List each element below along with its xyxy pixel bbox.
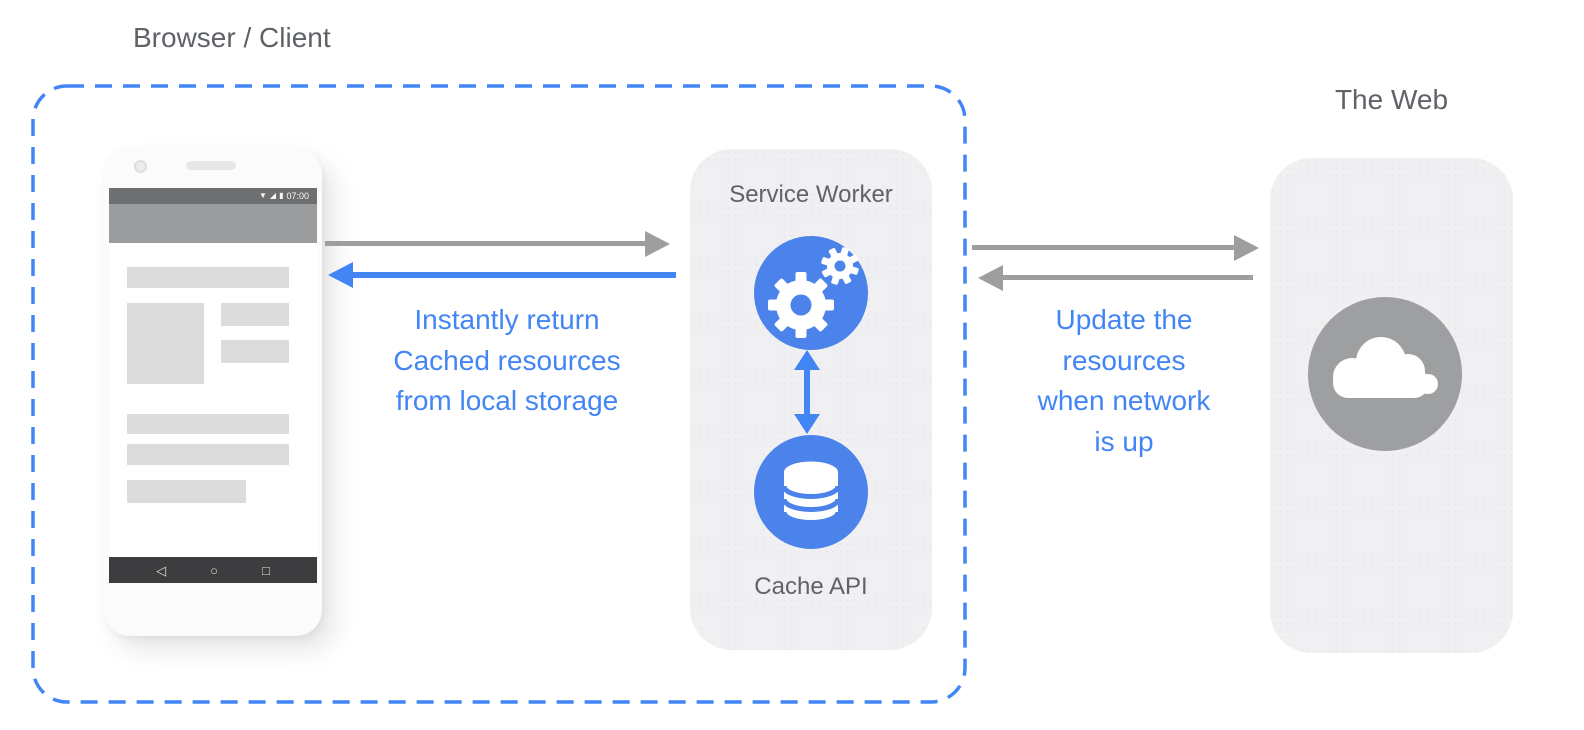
note-line: from local storage (395, 385, 619, 416)
arrow-head-down-icon (794, 414, 820, 434)
back-icon: ◁ (156, 562, 167, 578)
note-line: Instantly return (414, 304, 600, 335)
content-placeholder (221, 340, 289, 363)
note-line: is up (1094, 425, 1154, 457)
web-badge (1308, 297, 1462, 451)
sw-cache-double-arrow (793, 350, 821, 434)
cached-response-note: Instantly return Cached resources from l… (347, 300, 667, 422)
note-line: resources (1062, 344, 1186, 376)
the-web-panel (1270, 158, 1513, 653)
phone-app-bar (109, 204, 317, 243)
status-time: 07:00 (286, 190, 309, 201)
phone-nav-bar: ◁ ○ □ (109, 557, 317, 583)
phone-camera-icon (134, 160, 147, 173)
battery-icon: ▮ (279, 191, 284, 200)
signal-icon: ◢ (269, 191, 277, 200)
arrow-head-left-icon (978, 265, 1003, 291)
arrow-head-up-icon (794, 350, 820, 370)
content-placeholder (127, 267, 289, 288)
arrow-head-right-icon (1234, 235, 1259, 261)
request-arrow-sw-to-web (972, 235, 1259, 261)
recents-icon: □ (262, 562, 270, 578)
phone-page-content (109, 243, 317, 557)
wifi-icon: ▼ (258, 191, 267, 200)
browser-client-title: Browser / Client (133, 22, 331, 53)
response-arrow-sw-to-phone (328, 262, 676, 289)
arrow-line (804, 366, 810, 418)
cloud-icon (1333, 337, 1438, 398)
database-icon (781, 461, 841, 525)
browser-client-boundary (31, 84, 967, 704)
note-line: when network (1037, 385, 1211, 416)
content-placeholder (127, 303, 204, 384)
network-update-note: Update the resources when network is up (964, 300, 1284, 462)
phone-mockup: ▼ ◢ ▮ 07:00 ◁ ○ □ (104, 148, 322, 636)
the-web-title: The Web (1334, 84, 1449, 115)
phone-screen: ▼ ◢ ▮ 07:00 ◁ ○ □ (109, 188, 317, 583)
cache-api-label: Cache API (754, 573, 868, 600)
phone-speaker-icon (186, 161, 236, 170)
service-worker-badge (754, 236, 868, 350)
content-placeholder (127, 444, 289, 465)
arrow-head-left-icon (328, 262, 353, 288)
request-arrow-phone-to-sw (325, 231, 670, 257)
content-placeholder (127, 480, 246, 503)
content-placeholder (127, 414, 289, 434)
note-line: Cached resources (393, 344, 621, 376)
arrow-head-right-icon (645, 231, 670, 257)
home-icon: ○ (210, 562, 218, 578)
arrow-line (351, 272, 676, 278)
content-placeholder (221, 303, 289, 326)
note-line: Update the (1055, 304, 1193, 335)
phone-status-bar: ▼ ◢ ▮ 07:00 (109, 188, 317, 204)
arrow-line (1001, 275, 1253, 280)
gears-icon (768, 247, 859, 338)
response-arrow-web-to-sw (978, 265, 1253, 291)
cache-api-badge (754, 435, 868, 549)
arrow-line (972, 245, 1236, 250)
service-worker-panel: Service Worker (690, 149, 932, 650)
service-worker-label: Service Worker (729, 181, 893, 208)
arrow-line (325, 241, 648, 246)
